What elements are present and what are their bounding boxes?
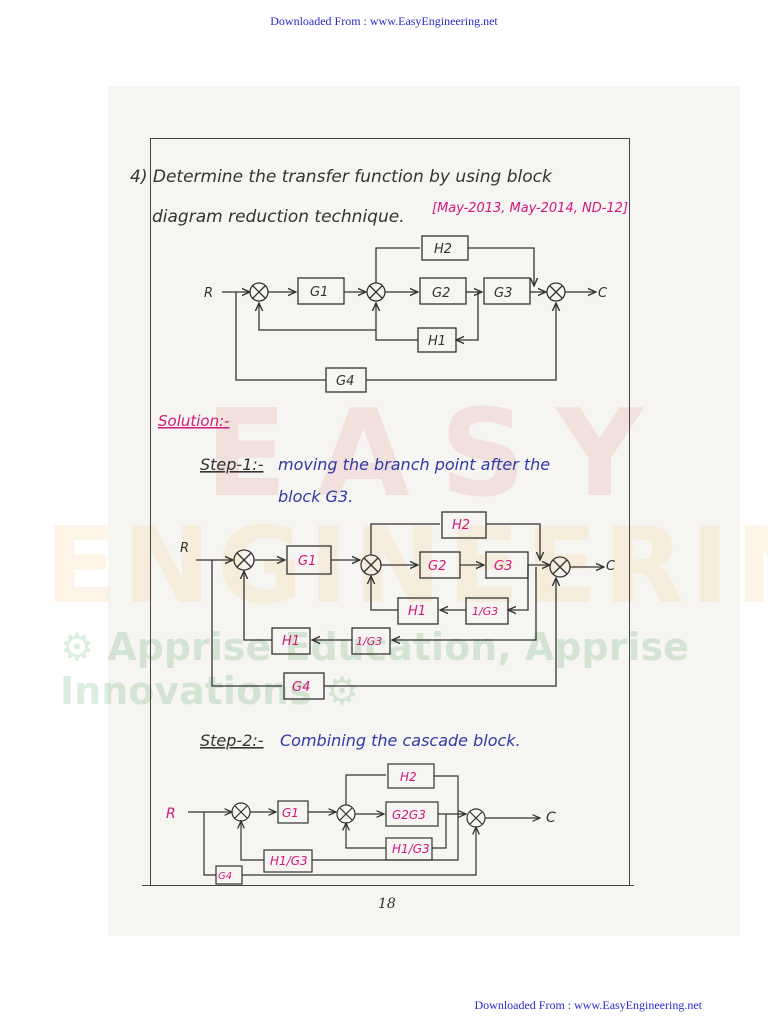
question-line2: diagram reduction technique.: [152, 207, 405, 227]
d2-block-g2: G2: [428, 559, 446, 574]
d1-block-g4: G4: [336, 374, 354, 389]
scanned-page: [108, 86, 740, 936]
d2-block-h2: H2: [452, 518, 470, 533]
page-frame: [150, 138, 630, 886]
d3-block-h1-g3-outer: H1/G3: [270, 854, 308, 868]
d3-input-r: R: [166, 806, 176, 822]
d2-block-inv-g3-outer: 1/G3: [356, 635, 382, 648]
d1-block-h1: H1: [428, 334, 446, 349]
d3-block-g4: G4: [218, 871, 232, 882]
d1-output-c: C: [598, 286, 608, 301]
d1-block-g2: G2: [432, 286, 450, 301]
diagram-original: [222, 235, 596, 393]
d3-output-c: C: [546, 810, 556, 826]
d1-input-r: R: [204, 286, 213, 301]
download-header[interactable]: Downloaded From : www.EasyEngineering.ne…: [270, 14, 498, 28]
watermark-easy: EASY: [205, 385, 674, 524]
d2-block-g3: G3: [494, 559, 512, 574]
d2-block-h1: H1: [408, 604, 426, 619]
page-number: 18: [378, 896, 396, 912]
d3-block-h1-g3-inner: H1/G3: [392, 842, 430, 856]
diagram-step2: [188, 763, 540, 885]
d2-block-h1-outer: H1: [282, 634, 300, 649]
d2-input-r: R: [180, 541, 189, 556]
step1-text-line1: moving the branch point after the: [278, 455, 550, 474]
d1-block-g1: G1: [310, 285, 328, 300]
d2-output-c: C: [606, 559, 616, 574]
d2-block-g1: G1: [298, 554, 316, 569]
d1-block-h2: H2: [434, 242, 452, 257]
d3-block-g2g3: G2G3: [392, 808, 426, 822]
step2-text: Combining the cascade block.: [280, 731, 521, 750]
step1-text-line2: block G3.: [278, 487, 353, 506]
d1-block-g3: G3: [494, 286, 512, 301]
d3-block-g1: G1: [282, 806, 299, 820]
d2-block-g4: G4: [292, 680, 310, 695]
watermark-tagline: ⚙ Apprise Education, Apprise Innovations…: [60, 625, 689, 713]
step1-label: Step-1:-: [200, 455, 264, 474]
watermark-engineering: ENGINEERING: [45, 505, 768, 627]
page-frame-bottom: [142, 885, 634, 886]
diagram-step1: [196, 511, 604, 700]
step2-label: Step-2:-: [200, 731, 264, 750]
question-line1: 4) Determine the transfer function by us…: [130, 167, 553, 187]
exam-tag: [May-2013, May-2014, ND-12]: [432, 201, 628, 216]
solution-label: Solution:-: [158, 412, 230, 430]
d2-block-inv-g3: 1/G3: [472, 605, 498, 618]
download-footer[interactable]: Downloaded From : www.EasyEngineering.ne…: [474, 998, 702, 1012]
d3-block-h2: H2: [400, 770, 417, 784]
